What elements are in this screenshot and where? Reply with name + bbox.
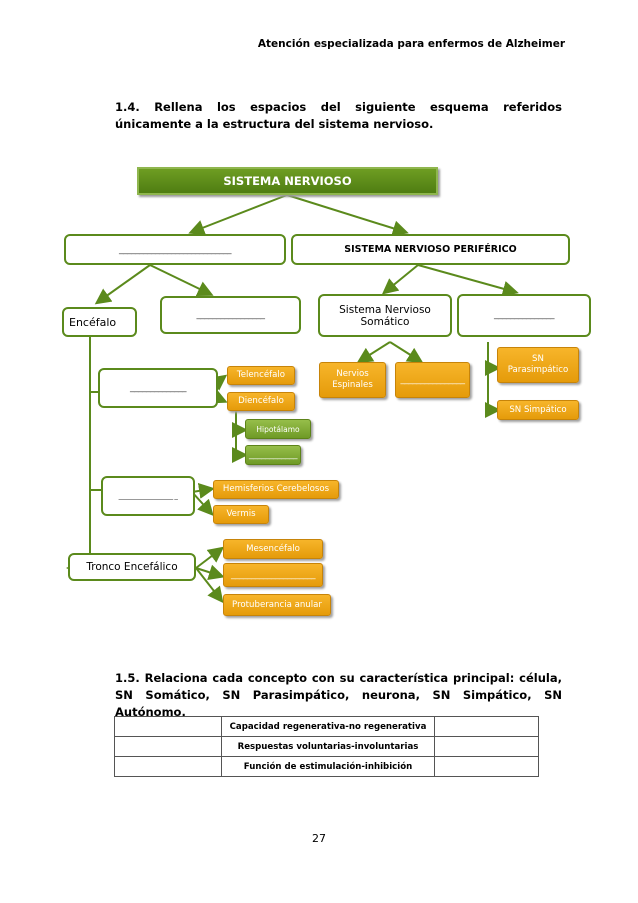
answer-cell-right[interactable] — [434, 736, 539, 757]
somatico-box: Sistema Nervioso Somático — [318, 294, 452, 337]
characteristic-cell: Función de estimulación-inhibición — [221, 756, 435, 777]
nervios-blank-box[interactable]: ________________ — [395, 362, 470, 398]
blank-box-medula[interactable]: _________________ — [160, 296, 301, 334]
table-row: Capacidad regenerativa-no regenerativa — [114, 716, 539, 737]
answer-cell-right[interactable] — [434, 716, 539, 737]
answer-cell-left[interactable] — [114, 756, 222, 777]
vermis-box: Vermis — [213, 505, 269, 524]
nervios-espinales-box: Nervios Espinales — [319, 362, 386, 398]
telencefalo-box: Telencéfalo — [227, 366, 295, 385]
relation-table: Capacidad regenerativa-no regenerativa R… — [114, 716, 539, 777]
sn-simpatico-box: SN Simpático — [497, 400, 579, 420]
question-1-4: 1.4. Rellena los espacios del siguiente … — [115, 100, 562, 131]
tronco-encefalico-box: Tronco Encefálico — [68, 553, 196, 581]
characteristic-cell: Respuestas voluntarias-involuntarias — [221, 736, 435, 757]
table-row: Respuestas voluntarias-involuntarias — [114, 736, 539, 757]
autonomo-blank-box[interactable]: _______________ — [457, 294, 591, 337]
hipotalamo-box: Hipotálamo — [245, 419, 311, 439]
table-row: Función de estimulación-inhibición — [114, 756, 539, 777]
tronco-blank-box[interactable]: _____________________ — [223, 563, 323, 587]
answer-cell-left[interactable] — [114, 736, 222, 757]
diencefalo-box: Diencéfalo — [227, 392, 295, 411]
cerebelo-blank-box[interactable]: __________________ _ — [101, 476, 195, 516]
characteristic-cell: Capacidad regenerativa-no regenerativa — [221, 716, 435, 737]
hemisferios-box: Hemisferios Cerebelosos — [213, 480, 339, 499]
sistema-nervioso-box: SISTEMA NERVIOSO — [137, 167, 438, 195]
cerebro-blank-box[interactable]: ______________ — [98, 368, 218, 408]
answer-cell-right[interactable] — [434, 756, 539, 777]
page-header: Atención especializada para enfermos de … — [257, 38, 565, 50]
snp-box: SISTEMA NERVIOSO PERIFÉRICO — [291, 234, 570, 265]
encefalo-box: Encéfalo — [62, 307, 137, 337]
protuberancia-box: Protuberancia anular — [223, 594, 331, 616]
snc-blank-box[interactable]: ____________________________ — [64, 234, 286, 265]
answer-cell-left[interactable] — [114, 716, 222, 737]
sn-parasimpatico-box: SN Parasimpático — [497, 347, 579, 383]
diencefalo-child-blank[interactable]: ____________ — [245, 445, 301, 465]
question-1-5: 1.5. Relaciona cada concepto con su cara… — [115, 671, 562, 719]
mesencefalo-box: Mesencéfalo — [223, 539, 323, 559]
page-number: 27 — [312, 832, 326, 845]
